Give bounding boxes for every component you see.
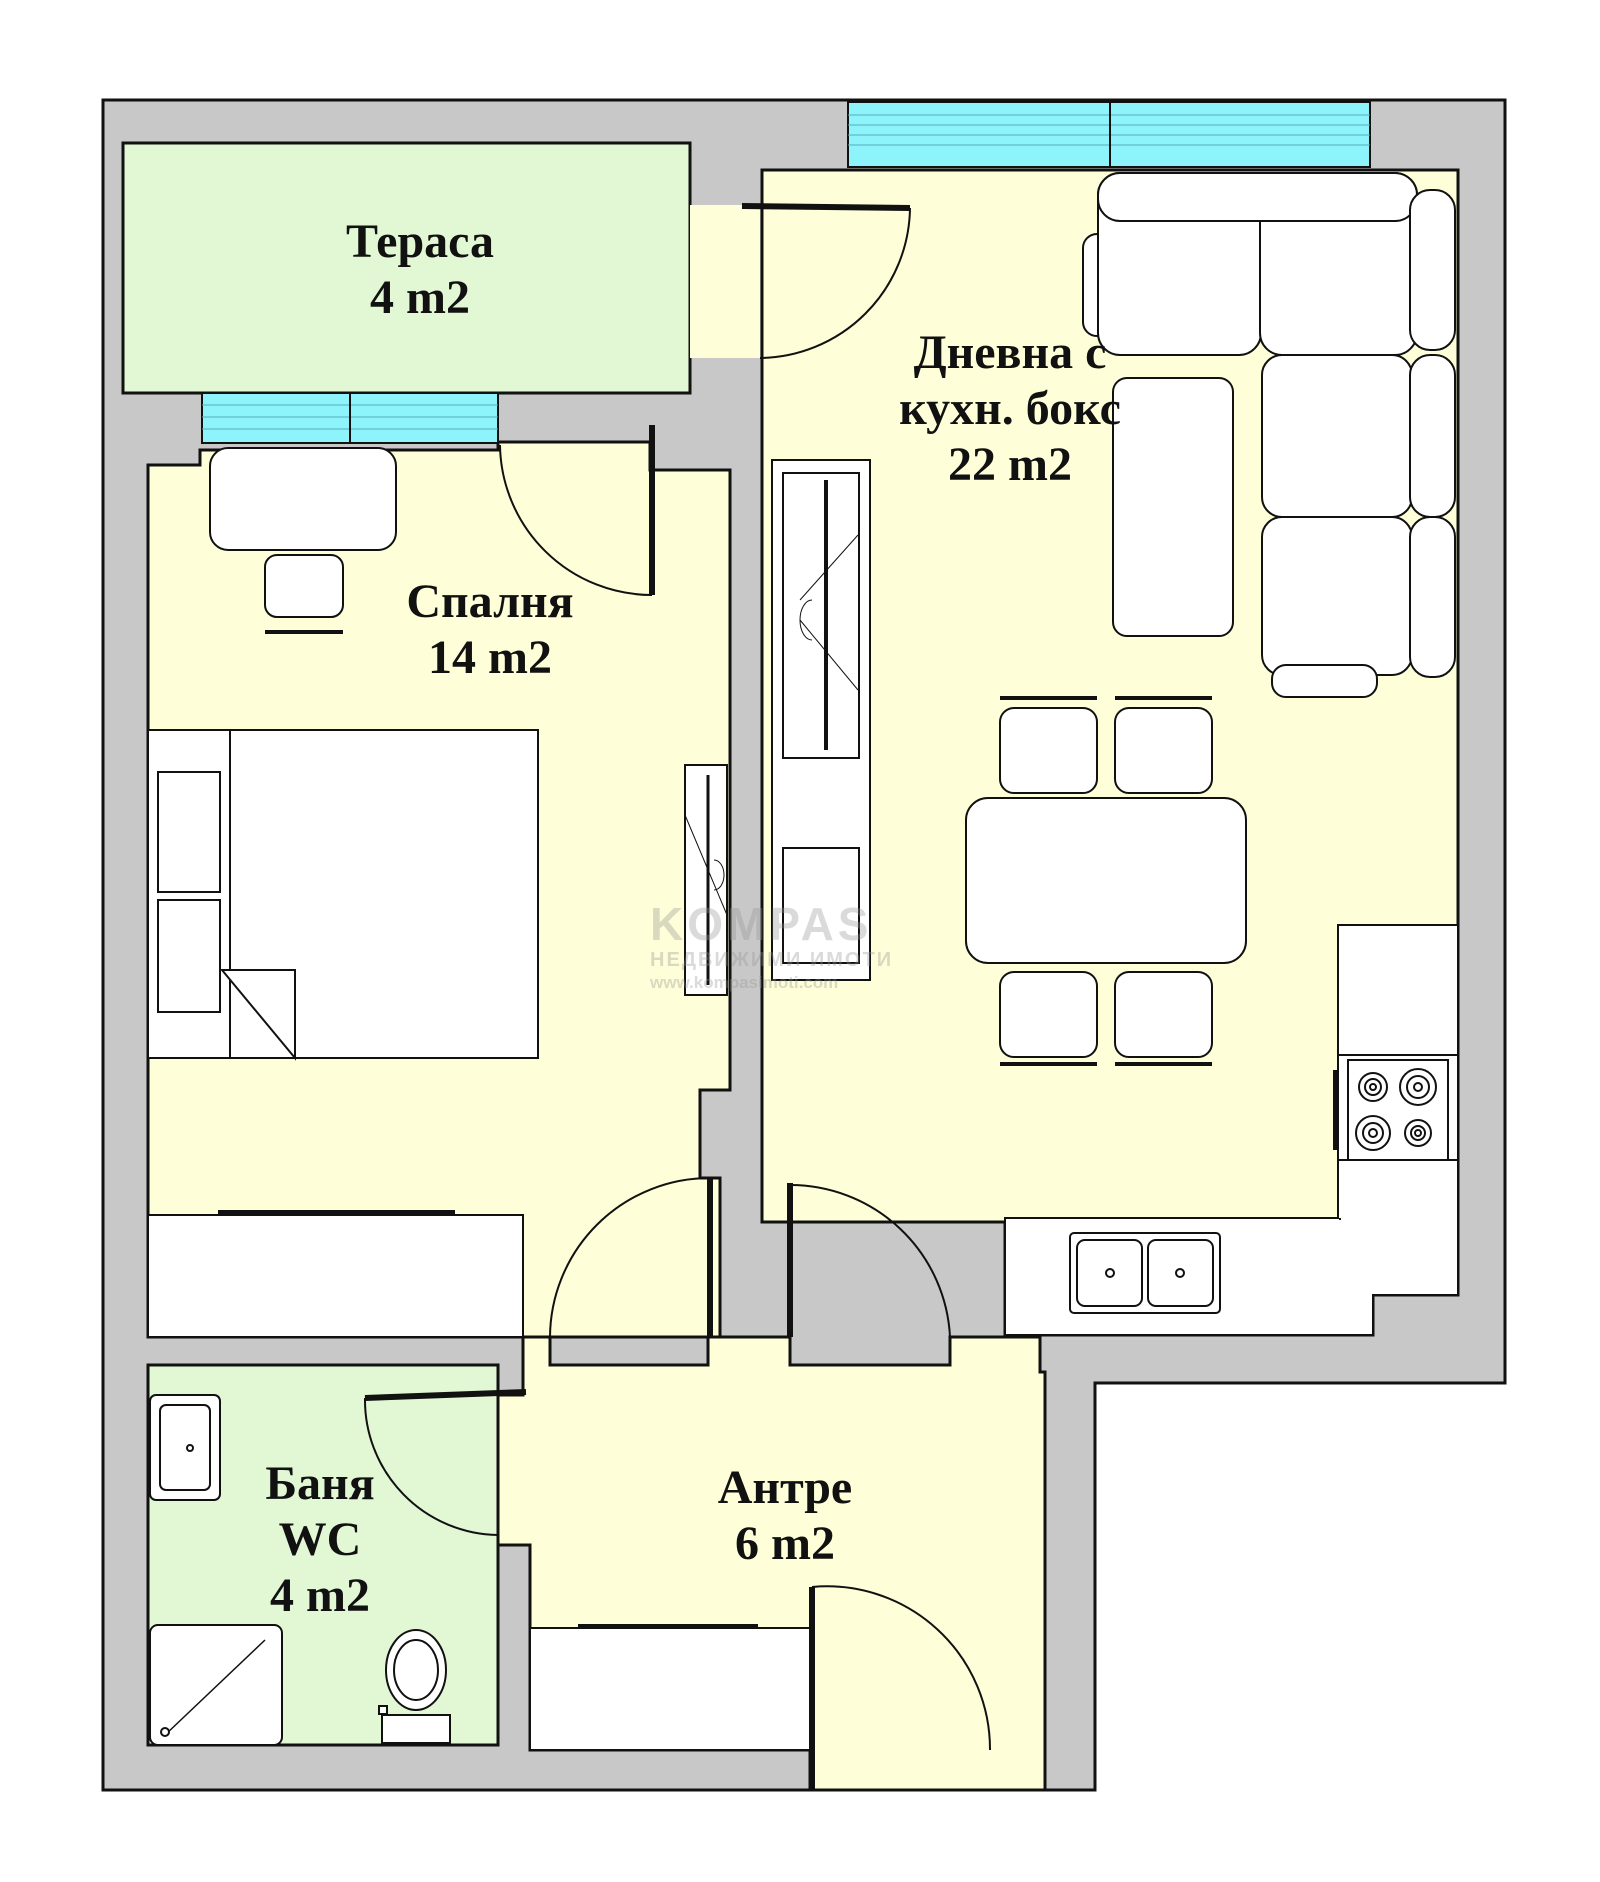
terrace-area: 4 m2 <box>370 271 470 324</box>
bathroom-door <box>363 1389 527 1536</box>
bedroom-balcony-door <box>499 425 655 596</box>
bathroom-name-line1: Баня <box>265 1457 375 1510</box>
bedroom-door <box>549 1177 713 1338</box>
hall-area: 6 m2 <box>735 1517 835 1570</box>
living-tv-unit <box>771 459 871 981</box>
stove <box>1333 1059 1449 1161</box>
living-door <box>787 1183 951 1338</box>
washbasin <box>149 1394 221 1501</box>
dining-set <box>965 707 1247 1058</box>
watermark: KOMPAS НЕДВИЖИМИ ИМОТИ www.kompasimoti.c… <box>650 900 970 994</box>
pillow-bottom <box>157 899 221 1013</box>
kitchen-sink <box>1069 1232 1221 1314</box>
bathroom-area: 4 m2 <box>270 1569 370 1622</box>
bedroom-name: Спалня <box>406 575 574 628</box>
hall-label: Антре 6 m2 <box>680 1460 890 1572</box>
entrance-door <box>809 1585 992 1790</box>
living-area: 22 m2 <box>948 438 1072 491</box>
living-name-line1: Дневна с <box>913 326 1107 379</box>
bedroom-area: 14 m2 <box>428 631 552 684</box>
living-name-line2: кухн. бокс <box>899 382 1121 435</box>
hall-wardrobe <box>529 1627 811 1751</box>
desk-chair <box>264 554 344 618</box>
bed-blanket-fold <box>219 969 296 1061</box>
terrace-door-opening <box>690 205 760 358</box>
bedroom-tv-unit <box>684 764 728 996</box>
terrace-door <box>741 203 911 359</box>
watermark-url: www.kompasimoti.com <box>650 973 839 992</box>
terrace-label: Тераса 4 m2 <box>300 214 540 326</box>
corner-sofa <box>1082 172 1456 698</box>
shower-tray <box>149 1624 283 1746</box>
watermark-brand: KOMPAS <box>650 898 873 950</box>
bedroom-wardrobe <box>147 1214 524 1338</box>
terrace-name: Тераса <box>345 215 495 268</box>
watermark-tagline: НЕДВИЖИМИ ИМОТИ <box>650 949 894 971</box>
bathroom-label: Баня WC 4 m2 <box>220 1456 420 1624</box>
bathroom-name-line2: WC <box>278 1513 362 1566</box>
desk <box>209 447 397 551</box>
hall-name: Антре <box>717 1461 853 1514</box>
coffee-table <box>1112 377 1234 637</box>
terrace-floor <box>121 141 692 395</box>
pillow-top <box>157 771 221 893</box>
living-label: Дневна с кухн. бокс 22 m2 <box>840 325 1180 493</box>
bedroom-label: Спалня 14 m2 <box>370 574 610 686</box>
toilet <box>378 1629 451 1744</box>
